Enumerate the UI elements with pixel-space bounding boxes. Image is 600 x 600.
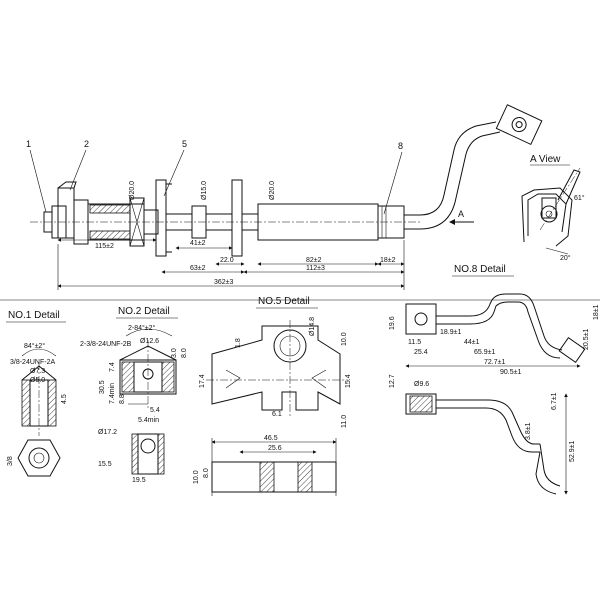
- no1-thread: 3/8-24UNF-2A: [10, 359, 55, 366]
- part-number-8: 8: [398, 141, 403, 151]
- no8-d1: 19.6: [389, 316, 396, 330]
- no5-d6: 6.1: [272, 411, 282, 418]
- no1-hex: 3/8: [7, 456, 14, 466]
- no8-d13: 6.7±1: [551, 392, 558, 410]
- a-view-title: A View: [530, 154, 561, 165]
- part-number-5: 5: [182, 139, 187, 149]
- main-dim-82: 82±2: [306, 257, 322, 264]
- no5-d7: 11.0: [341, 415, 348, 428]
- no5-d11: 8.0: [203, 468, 210, 478]
- main-dia-3: Ø20.0: [269, 181, 276, 200]
- no8-d11: 12.7: [389, 374, 396, 388]
- main-dim-41: 41±2: [190, 240, 206, 247]
- no2-d10: 19.5: [132, 477, 146, 484]
- part-number-1: 1: [26, 139, 31, 149]
- no2-detail: NO.2 Detail 2-84°±2° 2-3/8-24UNF-2B Ø12.…: [80, 306, 188, 484]
- no8-d10: 18±1: [593, 304, 600, 320]
- part-number-2: 2: [84, 139, 89, 149]
- arrow-a-label: A: [458, 209, 464, 219]
- no5-detail: NO.5 Detail 1.8 Ø14.8 10.0 17.4 15.4 6.1…: [193, 296, 352, 496]
- no8-d12: Ø9.6: [414, 381, 429, 388]
- no8-title: NO.8 Detail: [454, 264, 506, 275]
- main-dia-2: Ø15.0: [201, 181, 208, 200]
- no2-angle: 2-84°±2°: [128, 324, 156, 332]
- no5-d8: 46.5: [264, 435, 278, 442]
- no2-d5: 8.8: [119, 394, 126, 404]
- no2-d9: 15.5: [98, 461, 112, 468]
- a-view-angle-61: 61°: [574, 194, 585, 202]
- no2-d6: 5.4: [150, 407, 160, 414]
- no1-angle: 84°±2°: [24, 342, 45, 350]
- no2-d4: 7.4min: [109, 383, 116, 404]
- no8-d7: 72.7±1: [484, 359, 505, 366]
- no5-d4: 17.4: [199, 374, 206, 388]
- no5-d3: 10.0: [341, 332, 348, 346]
- no2-title: NO.2 Detail: [118, 306, 170, 317]
- no2-d2: 8.0: [181, 348, 188, 358]
- no5-d10: 10.0: [193, 470, 200, 484]
- no8-d8: 90.5±1: [500, 369, 521, 376]
- no2-d3: 30.5: [99, 380, 106, 394]
- no2-dia1: Ø12.6: [140, 338, 159, 345]
- main-dim-115: 115±2: [95, 243, 114, 250]
- main-dim-362: 362±3: [214, 279, 234, 286]
- no1-detail: NO.1 Detail 84°±2° 3/8-24UNF-2A Ø7.3 Ø5.…: [6, 310, 68, 477]
- no8-d6: 65.9±1: [474, 349, 495, 356]
- no8-d3: 11.5: [408, 339, 421, 346]
- no8-d14: 3.8±1: [525, 422, 532, 440]
- main-dim-18: 18±2: [380, 257, 396, 264]
- no8-d9: 20.5±1: [583, 329, 590, 350]
- a-view: A View 61° 20°: [521, 154, 585, 262]
- no5-d5: 15.4: [345, 374, 352, 388]
- main-dia-1: Ø20.0: [129, 181, 136, 200]
- no1-len: 4.5: [61, 394, 68, 404]
- no8-d15: 52.9±1: [569, 441, 576, 462]
- no2-d8: Ø17.2: [98, 429, 117, 436]
- main-dim-63: 63±2: [190, 265, 206, 272]
- main-assembly-view: A 1 2 5 8 Ø20.0 Ø15.0 Ø20.0 115±2 41±2 2…: [26, 104, 543, 290]
- no2-d7: 5.4min: [138, 417, 159, 424]
- no1-title: NO.1 Detail: [8, 310, 60, 321]
- main-dim-22: 22.0: [220, 257, 234, 264]
- no8-detail: NO.8 Detail 19.6 18.9±1 11.5 44±1 25.4 6…: [389, 264, 600, 495]
- no2-thread: 2-3/8-24UNF-2B: [80, 341, 132, 348]
- no1-dia1: Ø7.3: [30, 368, 45, 375]
- no8-d5: 25.4: [414, 349, 428, 356]
- no8-d2: 18.9±1: [440, 329, 461, 336]
- no2-d11: 7.4: [109, 362, 116, 372]
- a-view-angle-20: 20°: [560, 254, 571, 262]
- no5-d1: 1.8: [235, 338, 242, 348]
- no5-d2: Ø14.8: [309, 317, 316, 336]
- no5-title: NO.5 Detail: [258, 296, 310, 307]
- main-dim-112: 112±3: [306, 265, 325, 272]
- no8-d4: 44±1: [464, 339, 480, 346]
- no5-d9: 25.6: [268, 445, 282, 452]
- no2-d1: 3.0: [171, 348, 178, 358]
